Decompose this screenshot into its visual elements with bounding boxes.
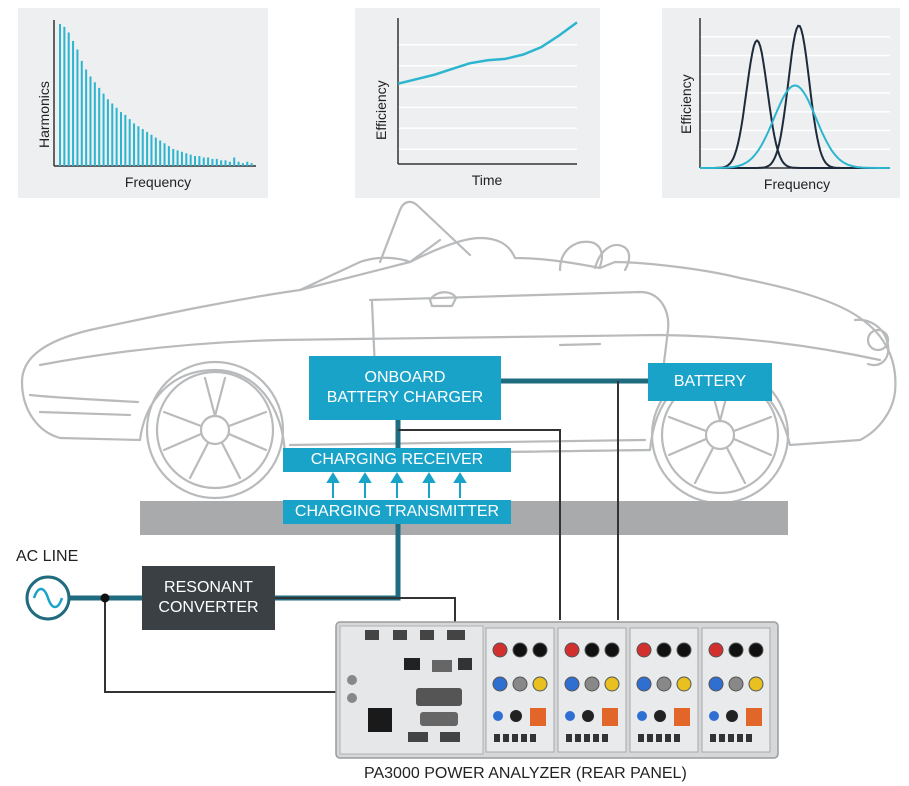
pa3000-caption: PA3000 POWER ANALYZER (REAR PANEL) xyxy=(364,765,687,782)
efficiency-frequency-chart xyxy=(699,18,890,169)
terminal-jack xyxy=(748,676,764,692)
terminal-jack xyxy=(493,711,503,721)
terminal-jack xyxy=(584,642,600,658)
efficiency-frequency-chart-panel: Efficiency Frequency xyxy=(662,8,900,198)
resonant-converter-box: RESONANT CONVERTER xyxy=(142,566,275,630)
efficiency-time-x-label: Time xyxy=(471,172,503,188)
pin xyxy=(656,734,662,742)
connector-block xyxy=(530,708,546,726)
charging-transmitter-box: CHARGING TRANSMITTER xyxy=(283,500,511,524)
terminal-jack xyxy=(726,710,738,722)
terminal-jack xyxy=(584,676,600,692)
pin xyxy=(665,734,671,742)
pin xyxy=(728,734,734,742)
resonant-converter-line2: CONVERTER xyxy=(158,599,259,616)
terminal-jack xyxy=(510,710,522,722)
terminal-jack xyxy=(512,676,528,692)
charging-receiver-label: CHARGING RECEIVER xyxy=(310,451,484,468)
terminal-jack xyxy=(636,642,652,658)
pin xyxy=(602,734,608,742)
terminal-jack xyxy=(512,642,528,658)
ac-line-label: AC LINE xyxy=(16,548,79,565)
charging-receiver-box: CHARGING RECEIVER xyxy=(283,448,511,472)
efficiency-frequency-x-label: Frequency xyxy=(763,176,831,192)
pin xyxy=(737,734,743,742)
pin xyxy=(503,734,509,742)
pin xyxy=(566,734,572,742)
efficiency-curve-3 xyxy=(700,84,890,169)
onboard-charger-line1: ONBOARD xyxy=(364,369,446,386)
terminal-jack xyxy=(728,676,744,692)
pin xyxy=(530,734,536,742)
terminal-jack xyxy=(676,642,692,658)
terminal-jack xyxy=(708,642,724,658)
terminal-jack xyxy=(564,642,580,658)
terminal-jack xyxy=(532,642,548,658)
connector-block xyxy=(746,708,762,726)
terminal-jack xyxy=(636,676,652,692)
terminal-jack xyxy=(492,642,508,658)
pin xyxy=(584,734,590,742)
terminal-jack xyxy=(637,711,647,721)
pin xyxy=(647,734,653,742)
connector-block xyxy=(602,708,618,726)
terminal-jack xyxy=(728,642,744,658)
resonant-converter-line1: RESONANT xyxy=(164,579,253,596)
terminal-jack xyxy=(604,642,620,658)
pin xyxy=(593,734,599,742)
terminal-jack xyxy=(748,642,764,658)
pin xyxy=(710,734,716,742)
connector-block xyxy=(674,708,690,726)
terminal-jack xyxy=(564,676,580,692)
harmonics-chart xyxy=(53,20,256,167)
efficiency-time-chart xyxy=(397,18,578,165)
harmonics-x-label: Frequency xyxy=(124,174,192,190)
terminal-jack xyxy=(708,676,724,692)
pin xyxy=(674,734,680,742)
pin xyxy=(746,734,752,742)
pin xyxy=(719,734,725,742)
pin xyxy=(512,734,518,742)
terminal-jack xyxy=(676,676,692,692)
terminal-jack xyxy=(709,711,719,721)
pin xyxy=(521,734,527,742)
terminal-jack xyxy=(492,676,508,692)
harmonics-chart-panel: Harmonics Frequency xyxy=(18,8,268,198)
terminal-jack xyxy=(565,711,575,721)
efficiency-line xyxy=(397,21,578,85)
terminal-jack xyxy=(604,676,620,692)
pin xyxy=(494,734,500,742)
terminal-jack xyxy=(656,676,672,692)
charging-transmitter-label: CHARGING TRANSMITTER xyxy=(294,503,500,520)
terminal-jack xyxy=(654,710,666,722)
battery-box: BATTERY xyxy=(648,363,772,401)
pin xyxy=(638,734,644,742)
battery-label: BATTERY xyxy=(673,373,747,390)
pin xyxy=(575,734,581,742)
terminal-jack xyxy=(532,676,548,692)
efficiency-time-chart-panel: Efficiency Time xyxy=(355,8,600,198)
terminal-jack xyxy=(582,710,594,722)
terminal-jack xyxy=(656,642,672,658)
onboard-battery-charger-box: ONBOARD BATTERY CHARGER xyxy=(309,356,501,420)
onboard-charger-line2: BATTERY CHARGER xyxy=(326,389,484,406)
